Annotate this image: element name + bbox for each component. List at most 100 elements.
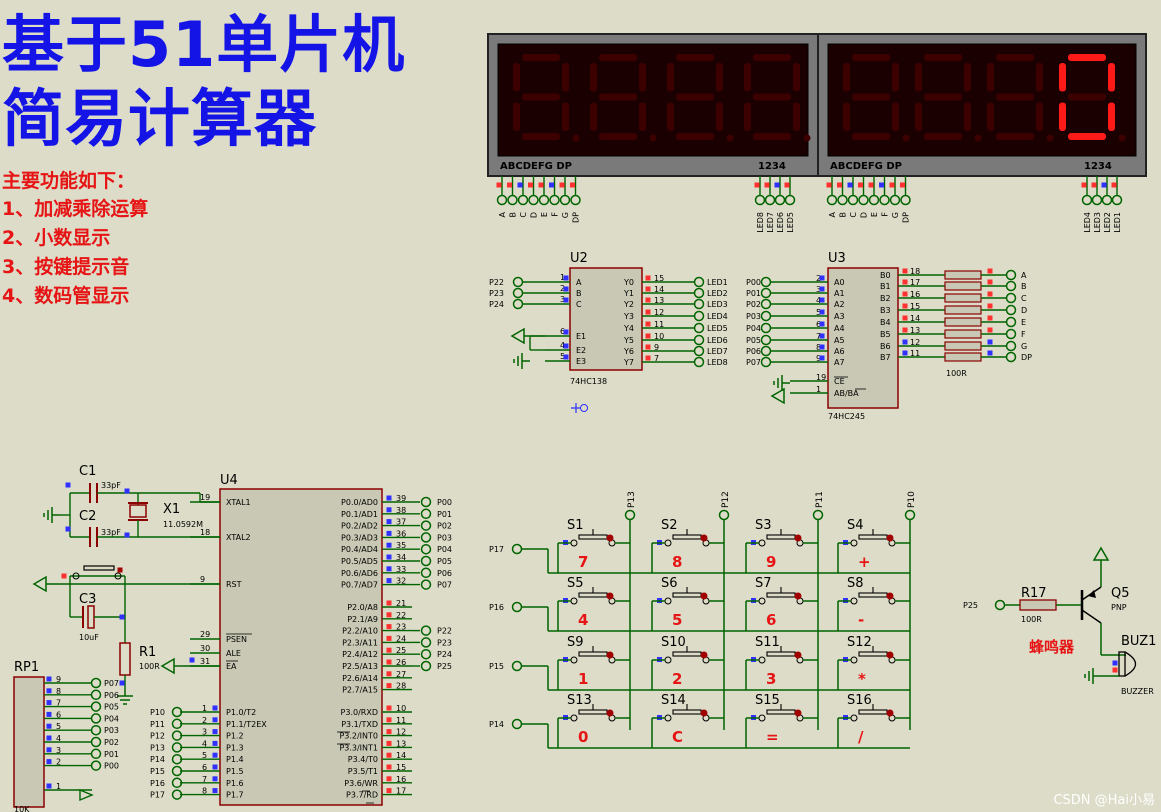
left-seg-terminal — [549, 194, 560, 206]
u2-net-label: LED5 — [707, 324, 728, 333]
pin-state — [386, 740, 392, 746]
u3-output-terminal — [1005, 351, 1017, 363]
right-segment-label: ABCDEFG DP — [830, 161, 902, 172]
segment — [852, 93, 890, 101]
keypad-key-s3[interactable]: S39 — [745, 518, 818, 573]
key-plunger — [578, 592, 608, 598]
r17-value: 100R — [1021, 615, 1042, 624]
u4-pin-name: P1.3 — [226, 743, 244, 752]
pin-state — [559, 182, 565, 188]
keypad-key-s16[interactable]: S16/ — [837, 693, 910, 748]
u3-pin-name: B7 — [880, 353, 891, 362]
pin-state — [794, 651, 802, 659]
u3-pin-name: CE — [834, 377, 845, 386]
pin-state — [826, 182, 832, 188]
keypad-key-s8[interactable]: S8- — [837, 576, 910, 631]
segment — [1036, 102, 1043, 131]
u4-pin-name: P3.7/RD — [346, 791, 378, 800]
keypad-key-s1[interactable]: S17 — [557, 518, 630, 573]
left-seg-pin-label: D — [530, 212, 539, 218]
key-label: 0 — [578, 728, 588, 746]
keypad-key-s15[interactable]: S15= — [745, 693, 818, 748]
keypad-key-s12[interactable]: S12* — [837, 635, 910, 690]
digit — [590, 54, 657, 142]
reset-button — [83, 565, 115, 571]
u3-input-terminal — [760, 276, 772, 288]
left-digit-pin-label: LED6 — [776, 212, 785, 233]
pin-state — [46, 711, 52, 717]
u4-ref: U4 — [220, 473, 238, 488]
u4-net-label: P14 — [150, 755, 165, 764]
rp1-ref: RP1 — [14, 660, 39, 675]
u4-pin-number: 32 — [396, 577, 406, 586]
pin-state — [496, 182, 502, 188]
pin-state — [987, 327, 993, 333]
keypad-key-s4[interactable]: S4+ — [837, 518, 910, 573]
u3-net-label: P07 — [746, 358, 761, 367]
u4-pin-number: 19 — [200, 493, 210, 502]
rp1-terminal — [90, 724, 102, 736]
u2-input-terminal — [512, 276, 524, 288]
segment — [1036, 63, 1043, 92]
pin-state — [902, 350, 908, 356]
u2-part: 74HC138 — [570, 377, 607, 386]
u3-pin-number: 19 — [816, 373, 826, 382]
u3-net-label: G — [1021, 342, 1027, 351]
keypad-key-s6[interactable]: S65 — [651, 576, 724, 631]
segment — [562, 63, 569, 92]
left-digit-terminal — [774, 194, 786, 206]
segment — [753, 133, 791, 140]
pin-state — [563, 275, 569, 281]
segment — [522, 54, 560, 61]
u3-pin-name: AB/BA — [834, 389, 859, 398]
u2-pin-name: C — [576, 300, 582, 309]
u3-net-label: P06 — [746, 347, 761, 356]
right-seg-pin-label: A — [828, 211, 837, 217]
pin-state — [645, 275, 651, 281]
column-net-label: P11 — [815, 491, 825, 508]
left-digit-terminal — [754, 194, 766, 206]
column-net-label: P13 — [627, 491, 637, 508]
vcc-arrow — [1092, 546, 1110, 561]
u4-net-label: P04 — [437, 545, 452, 554]
pin-state — [212, 740, 218, 746]
u2-output-terminal — [693, 334, 705, 346]
key-ref: S11 — [755, 635, 780, 650]
button-contact — [758, 714, 766, 722]
rp1-terminal — [90, 713, 102, 724]
u4-net-label: P05 — [437, 557, 452, 566]
u4-pin-name: P0.1/AD1 — [341, 510, 378, 519]
u4-pin-name: P3.6/WR — [344, 779, 378, 788]
u3-pin-name: A3 — [834, 312, 845, 321]
segment — [716, 102, 723, 131]
rp1-net-label: P01 — [104, 750, 119, 759]
u3-pin-number: 18 — [910, 267, 920, 276]
u4-pin-number: 4 — [202, 739, 207, 748]
keypad-key-s2[interactable]: S28 — [651, 518, 724, 573]
u2-net-label: P22 — [489, 278, 504, 287]
pin-state — [212, 764, 218, 770]
row-net-label: P14 — [489, 720, 504, 729]
keypad-key-s5[interactable]: S54 — [557, 576, 630, 631]
u4-pin-name: P1.1/T2EX — [226, 720, 267, 729]
pullup-resistor — [944, 305, 982, 315]
rp1-net-label: P00 — [104, 762, 119, 771]
pin-state — [700, 534, 708, 542]
u4-p0-terminal — [420, 567, 432, 579]
u2-output-terminal — [693, 276, 705, 288]
u4-net-label: P03 — [437, 533, 452, 542]
pin-state — [1081, 182, 1087, 188]
pin-state — [819, 297, 825, 303]
keypad-key-s7[interactable]: S76 — [745, 576, 818, 631]
pin-state — [987, 350, 993, 356]
key-label: 1 — [578, 670, 588, 688]
u4-p2-terminal — [420, 660, 432, 672]
pin-state — [65, 526, 71, 532]
u4-pin-name: P3.1/TXD — [341, 720, 378, 729]
key-ref: S15 — [755, 693, 780, 708]
keypad-key-s9[interactable]: S91 — [557, 635, 630, 690]
